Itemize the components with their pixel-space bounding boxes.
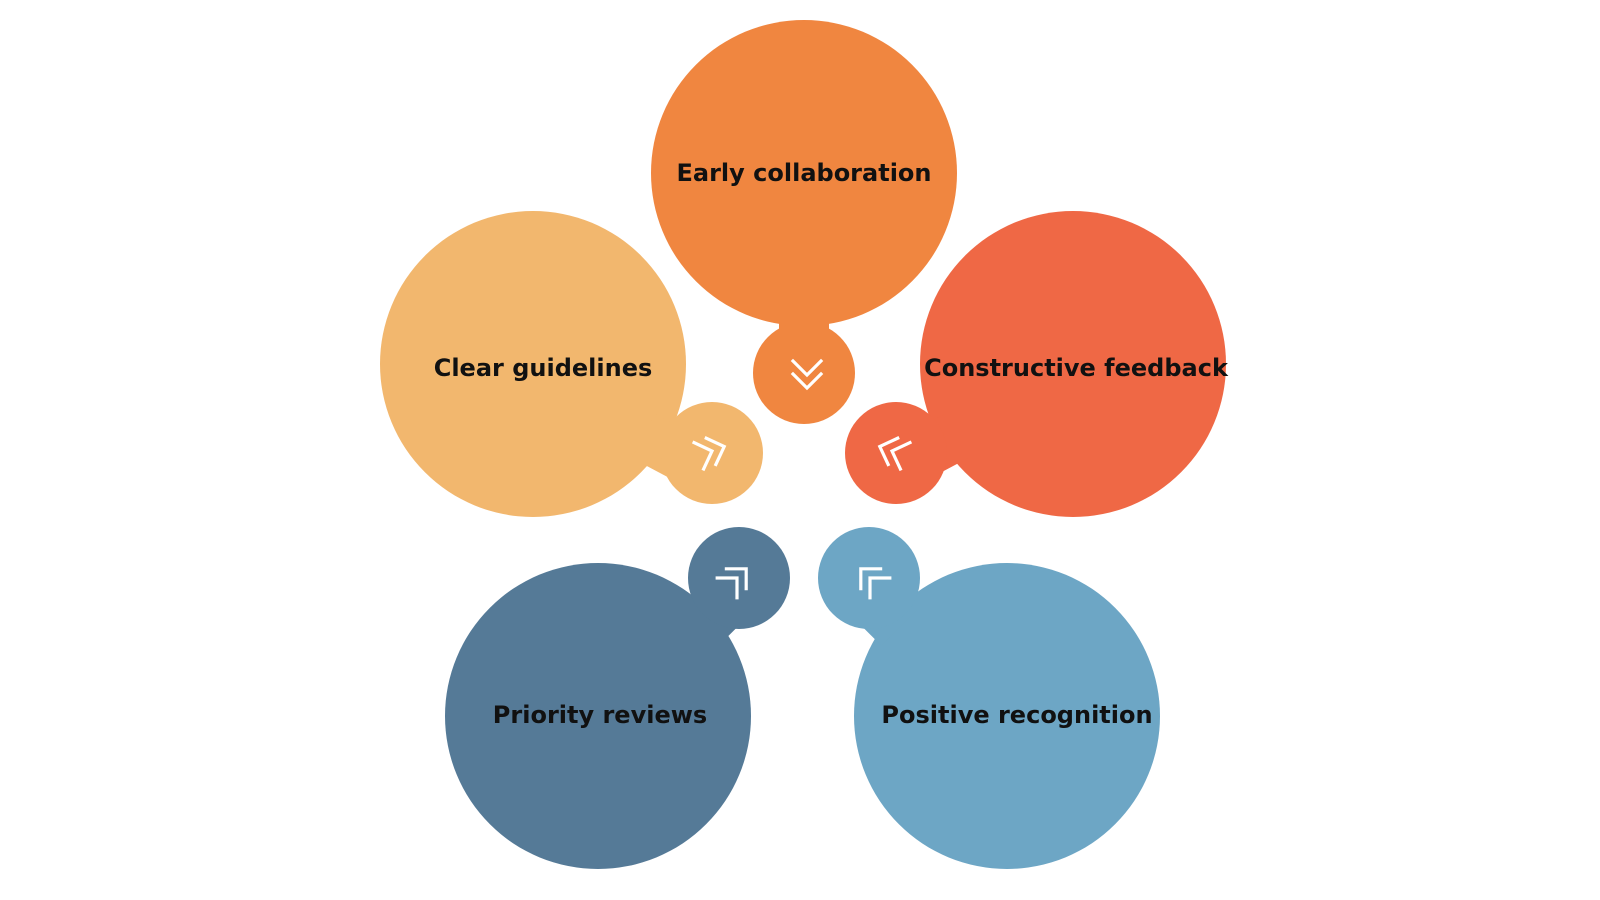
petal-positive-recognition-label: Positive recognition (881, 701, 1152, 729)
petal-clear-guidelines-label: Clear guidelines (434, 354, 653, 382)
petal-early-collaboration-label: Early collaboration (677, 159, 932, 187)
petal-early-collaboration-big-circle (651, 20, 957, 326)
petal-positive-recognition: Positive recognition (818, 527, 1160, 869)
petal-priority-reviews-big-circle (445, 563, 751, 869)
petal-priority-reviews-small-circle (688, 527, 790, 629)
petal-priority-reviews: Priority reviews (445, 527, 790, 869)
petal-constructive-feedback: Constructive feedback (845, 211, 1229, 517)
petal-constructive-feedback-label: Constructive feedback (924, 354, 1229, 382)
double-chevron-up-right-icon (715, 567, 748, 600)
petal-clear-guidelines-big-circle (380, 211, 686, 517)
petal-clear-guidelines: Clear guidelines (380, 211, 763, 517)
double-chevron-down-icon (790, 358, 824, 391)
petal-priority-reviews-label: Priority reviews (493, 701, 707, 729)
petal-constructive-feedback-big-circle (920, 211, 1226, 517)
petal-constructive-feedback-small-circle (845, 402, 947, 504)
double-chevron-up-left-icon (859, 567, 892, 600)
double-chevron-left-icon (877, 436, 913, 472)
double-chevron-right-icon (691, 436, 727, 472)
petal-early-collaboration: Early collaboration (651, 20, 957, 424)
petal-positive-recognition-big-circle (854, 563, 1160, 869)
